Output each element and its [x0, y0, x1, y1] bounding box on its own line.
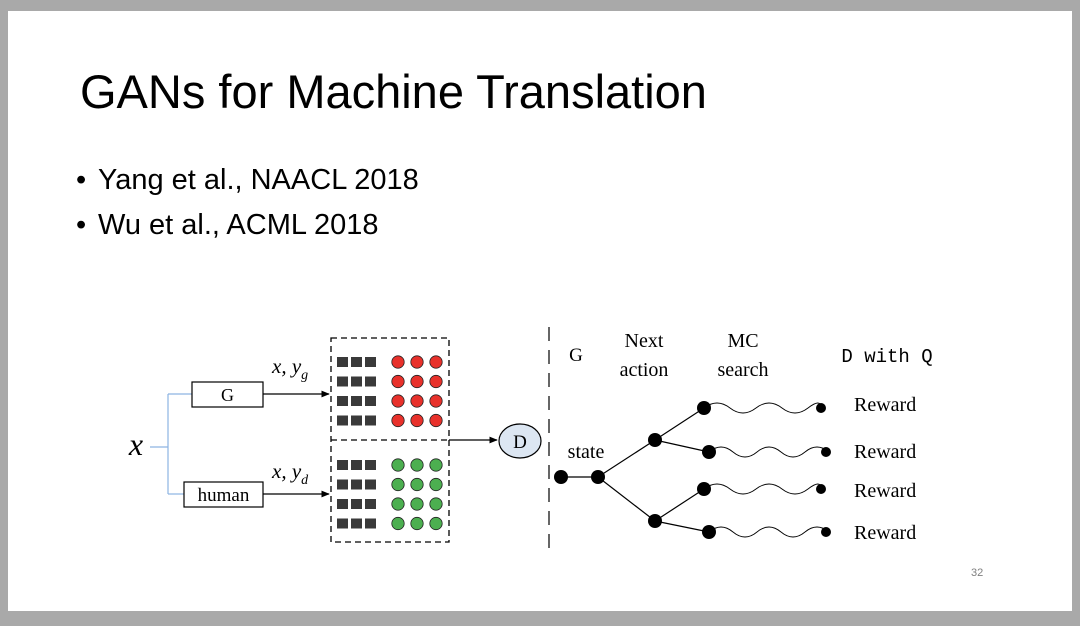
token-square — [365, 357, 376, 367]
state-label: state — [568, 441, 605, 463]
token-square — [365, 396, 376, 406]
generated-token-circle — [391, 355, 405, 369]
search-tree-nodes — [554, 401, 831, 539]
generated-pair-label: x, yg — [271, 354, 308, 383]
token-square — [351, 479, 362, 490]
discriminator-label: D — [513, 432, 527, 453]
real-token-circle — [429, 458, 443, 472]
token-grid — [337, 355, 443, 531]
real-token-circle — [429, 477, 443, 492]
token-square — [337, 479, 348, 490]
generated-token-circle — [391, 413, 405, 428]
token-square — [337, 460, 348, 470]
real-token-circle — [391, 497, 405, 511]
token-square — [365, 415, 376, 426]
real-pair-label: x, yd — [271, 459, 309, 488]
header-next-action-line2: action — [620, 359, 669, 381]
real-token-circle — [410, 458, 424, 472]
reward-label: Reward — [854, 480, 916, 502]
real-token-circle — [429, 516, 443, 531]
generated-token-circle — [410, 413, 424, 428]
generated-token-circle — [391, 394, 405, 408]
token-square — [365, 376, 376, 387]
generated-token-circle — [391, 374, 405, 389]
token-square — [337, 415, 348, 426]
token-square — [351, 396, 362, 406]
token-square — [365, 518, 376, 529]
generated-token-circle — [429, 355, 443, 369]
input-connectors — [150, 393, 192, 495]
header-g: G — [569, 345, 583, 366]
bullet-item: •Yang et al., NAACL 2018 — [76, 164, 419, 196]
generator-label: G — [221, 385, 234, 405]
token-square — [337, 518, 348, 529]
reward-label: Reward — [854, 394, 916, 416]
discriminator-node — [498, 423, 542, 459]
page-number: 32 — [971, 567, 984, 579]
real-token-circle — [410, 477, 424, 492]
slide — [8, 11, 1072, 611]
token-square — [351, 460, 362, 470]
generated-token-circle — [410, 355, 424, 369]
real-token-circle — [410, 516, 424, 531]
reward-label: Reward — [854, 441, 916, 463]
bullet-text: Yang et al., NAACL 2018 — [98, 164, 419, 196]
token-square — [351, 499, 362, 509]
input-x-label: x — [128, 426, 143, 462]
token-square — [337, 357, 348, 367]
token-square — [365, 499, 376, 509]
real-token-circle — [410, 497, 424, 511]
bullet-item: •Wu et al., ACML 2018 — [76, 209, 379, 241]
mc-rollout-paths — [703, 402, 830, 538]
real-token-circle — [391, 477, 405, 492]
generated-token-circle — [410, 374, 424, 389]
generated-token-circle — [429, 394, 443, 408]
header-next-action-line1: Next — [625, 330, 664, 352]
slide-title: GANs for Machine Translation — [80, 65, 707, 118]
real-token-circle — [391, 516, 405, 531]
token-square — [337, 376, 348, 387]
bullet-text: Wu et al., ACML 2018 — [98, 209, 379, 241]
generated-token-circle — [410, 394, 424, 408]
token-square — [351, 518, 362, 529]
token-square — [337, 499, 348, 509]
token-square — [365, 460, 376, 470]
token-square — [351, 376, 362, 387]
generated-token-circle — [429, 413, 443, 428]
reward-label: Reward — [854, 522, 916, 544]
header-mc-search-line2: search — [717, 359, 768, 381]
real-token-circle — [429, 497, 443, 511]
token-square — [365, 479, 376, 490]
token-square — [351, 357, 362, 367]
header-d-with-q: D with Q — [841, 346, 932, 368]
bullet-list: •Yang et al., NAACL 2018 •Wu et al., ACM… — [76, 162, 419, 252]
search-tree-edges — [561, 407, 710, 533]
real-token-circle — [391, 458, 405, 472]
header-mc-search-line1: MC — [727, 330, 758, 352]
token-square — [351, 415, 362, 426]
human-label: human — [198, 485, 250, 506]
token-square — [337, 396, 348, 406]
generated-token-circle — [429, 374, 443, 389]
